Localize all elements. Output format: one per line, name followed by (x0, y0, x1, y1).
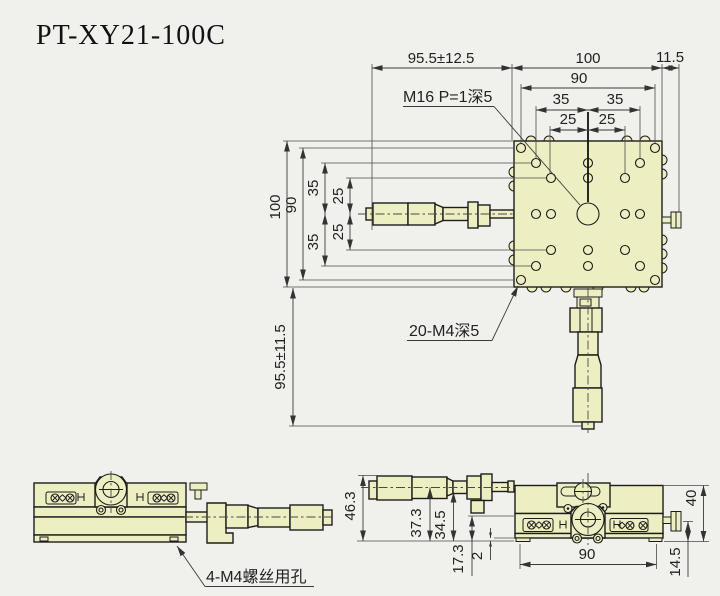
dim-overall-height: 46.3 (342, 491, 359, 520)
x-micrometer (358, 201, 515, 229)
mount-foot-left (515, 537, 531, 542)
front-top-block (556, 479, 611, 514)
dim-body-width: 100 (575, 50, 600, 67)
front-view-dimensions: 46.3 37.3 34.5 17.3 2 90 14.5 40 (342, 475, 709, 577)
hole-pattern (515, 142, 661, 286)
dim-sleeve-height: 34.5 (432, 510, 449, 539)
label-hole-pattern: 20-M4深5 (409, 322, 479, 340)
dim-pitch-25-right: 25 (599, 111, 616, 128)
top-view-dimensions: 95.5±12.5 100 11.5 90 35 35 25 25 100 90… (267, 49, 684, 427)
dim-knob-offset: 11.5 (656, 49, 684, 66)
dim-stage-height: 40 (683, 490, 700, 507)
label-center-hole: M16 P=1深5 (403, 88, 492, 106)
front-slots (522, 518, 649, 532)
dim-mount-span: 90 (579, 546, 596, 563)
dim-pitch-35-bottom: 35 (305, 234, 322, 251)
side-view: 4-M4螺丝用孔 (33, 471, 336, 587)
front-boss (570, 473, 606, 545)
dim-pitch-25-bottom: 25 (330, 224, 347, 241)
label-hole-pattern-group: 20-M4深5 (407, 285, 519, 341)
mount-foot-right (648, 537, 663, 542)
dim-travel-vertical: 95.5±11.5 (272, 324, 289, 390)
clamp-symbol (77, 493, 85, 501)
dim-travel-horizontal: 95.5±12.5 (408, 50, 475, 67)
dim-pitch-25-top: 25 (330, 188, 347, 205)
dim-hole-span-height: 90 (283, 197, 300, 214)
side-slots (45, 491, 179, 505)
dim-axis-height: 37.3 (408, 508, 425, 537)
front-micrometer (361, 473, 515, 514)
label-mount-holes: 4-M4螺丝用孔 (206, 568, 306, 586)
lock-knob-right (661, 211, 682, 229)
front-view (361, 473, 682, 545)
side-boss (94, 471, 128, 516)
dim-pitch-35-right: 35 (607, 91, 624, 108)
top-view (358, 135, 682, 433)
front-lock-knob (662, 511, 682, 532)
side-lock-knob (189, 482, 208, 500)
clamp-symbol (613, 520, 621, 529)
mount-hole-mark-left (39, 536, 49, 542)
dim-knob-axis-height: 14.5 (667, 547, 684, 576)
label-mount-holes-group: 4-M4螺丝用孔 (176, 545, 314, 587)
mount-hole-mark-right (169, 536, 179, 542)
dim-pitch-35-top: 35 (305, 180, 322, 197)
clamp-symbol (559, 520, 567, 529)
dim-base-height: 17.3 (450, 544, 467, 573)
dim-pitch-25-left: 25 (560, 111, 577, 128)
page-title: PT-XY21-100C (36, 20, 226, 51)
label-center-hole-group: M16 P=1深5 (403, 88, 581, 206)
dim-relief-gap: 2 (469, 552, 486, 560)
y-micrometer (569, 288, 603, 433)
dim-body-height: 100 (267, 194, 284, 219)
center-hole-m16 (576, 202, 600, 226)
side-micrometer (184, 502, 336, 544)
dim-pitch-35-left: 35 (553, 91, 570, 108)
clamp-symbol (136, 493, 144, 501)
dim-hole-span-width: 90 (571, 70, 588, 87)
